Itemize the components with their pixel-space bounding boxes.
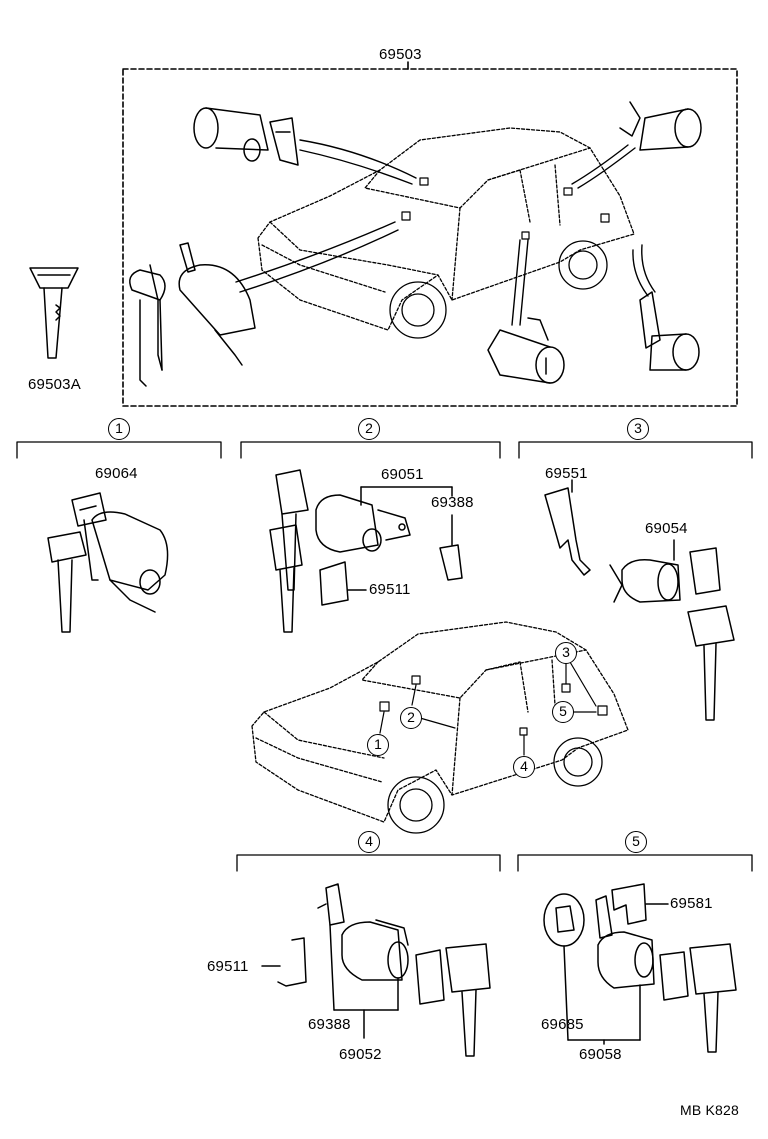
group2-door-lock-sketch — [270, 470, 462, 632]
group4-door-lock-sketch — [262, 884, 490, 1056]
group-marker-5: 5 — [625, 831, 647, 853]
part-number-69058: 69058 — [579, 1046, 622, 1063]
group-brackets — [17, 442, 752, 871]
hatch-lock-cylinder-top — [640, 292, 699, 370]
part-number-69503: 69503 — [379, 46, 422, 63]
middle-car-wheels — [388, 738, 602, 833]
part-number-69511-group4: 69511 — [207, 958, 249, 975]
car-callout-5: 5 — [552, 701, 574, 723]
group-marker-1: 1 — [108, 418, 130, 440]
assembly-arrows — [236, 140, 655, 325]
part-number-69511-group2: 69511 — [369, 581, 411, 598]
part-number-69551: 69551 — [545, 465, 588, 482]
footer-code: MB K828 — [680, 1102, 739, 1118]
part-number-69052: 69052 — [339, 1046, 382, 1063]
top-car-callout-spots — [402, 178, 609, 239]
top-car-wheels — [390, 241, 607, 338]
car-callout-1: 1 — [367, 734, 389, 756]
ignition-lock-with-keys-top — [130, 243, 255, 386]
key-69503A-sketch — [30, 268, 78, 358]
part-number-69388-group4: 69388 — [308, 1016, 351, 1033]
part-number-69685: 69685 — [541, 1016, 584, 1033]
group-marker-2: 2 — [358, 418, 380, 440]
car-callout-4: 4 — [513, 756, 535, 778]
part-number-69581: 69581 — [670, 895, 713, 912]
top-car-outline — [258, 128, 634, 330]
part-number-69054: 69054 — [645, 520, 688, 537]
part-number-69388-group2: 69388 — [431, 494, 474, 511]
group5-hatch-lock-sketch — [544, 884, 736, 1052]
group1-ignition-lock-sketch — [48, 493, 168, 632]
part-number-69503A: 69503A — [28, 376, 81, 393]
door-lock-cylinder-front — [488, 318, 564, 383]
car-callout-2: 2 — [400, 707, 422, 729]
door-lock-cylinder-top-right — [620, 102, 701, 150]
assembly-frame — [123, 62, 737, 406]
car-callout-3: 3 — [555, 642, 577, 664]
group3-hatch-lock-sketch — [545, 480, 734, 720]
group-marker-3: 3 — [627, 418, 649, 440]
part-number-69051: 69051 — [381, 466, 424, 483]
middle-car-callout-leaders — [380, 662, 607, 755]
group-marker-4: 4 — [358, 831, 380, 853]
part-number-69064: 69064 — [95, 465, 138, 482]
ignition-lock-cylinder-top — [194, 108, 298, 165]
